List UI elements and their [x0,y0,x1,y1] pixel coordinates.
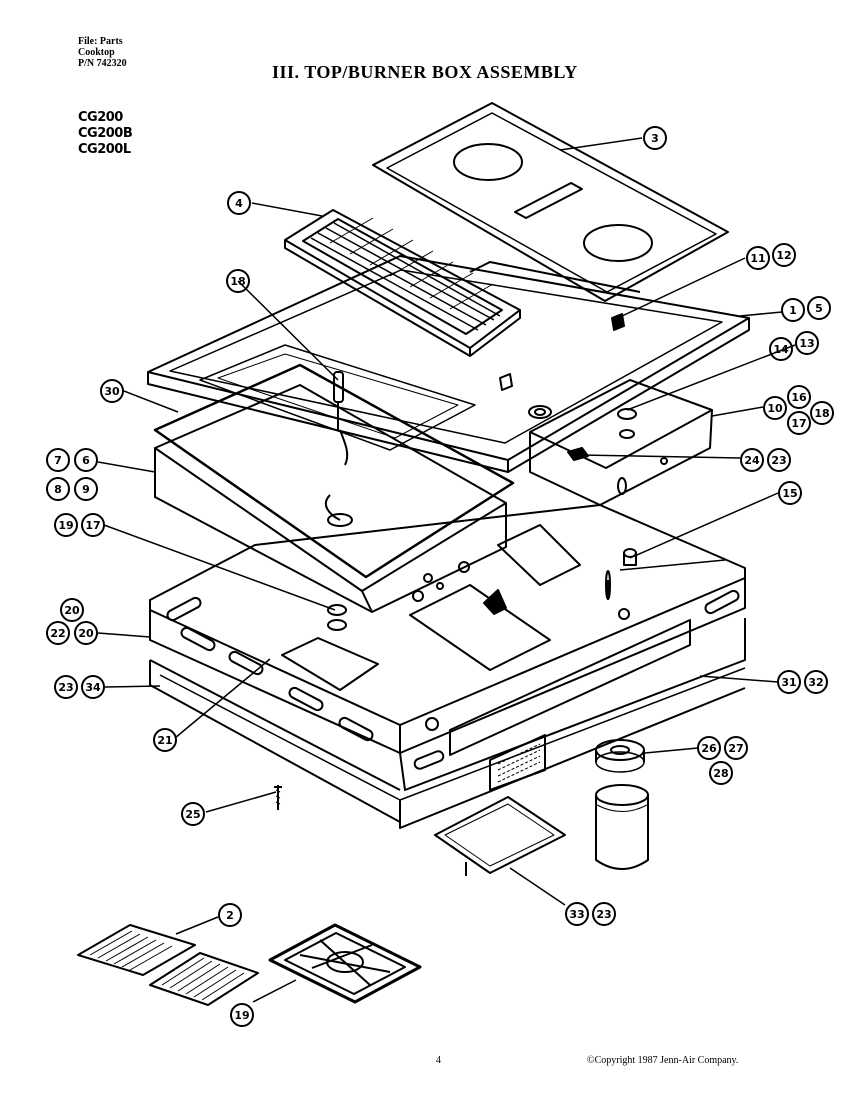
left-burner-box [154,384,507,613]
left-burner-well [199,344,476,451]
header-part-number: P/N 742320 [78,58,127,69]
callout-21: 21 [157,734,172,747]
callout-12: 12 [776,249,791,262]
callout-4: 4 [235,197,243,210]
callout-28: 28 [713,767,728,780]
access-cover [434,796,566,874]
base-pan [149,504,746,829]
model-list: CG200 CG200B CG200L [78,110,133,158]
callout-17b: 17 [85,519,100,532]
callout-20b: 20 [78,627,94,640]
callout-19b: 19 [234,1009,249,1022]
callout-23c: 23 [596,908,611,921]
callout-14: 14 [773,343,789,356]
callout-24: 24 [744,454,760,467]
model-cg200: CG200 [78,110,123,125]
callout-16: 16 [791,391,807,404]
callout-22: 22 [50,627,65,640]
callout-18b: 18 [814,407,829,420]
callout-18a: 18 [230,275,245,288]
grease-jar [595,739,649,870]
callout-11: 11 [750,252,765,265]
callout-8: 8 [54,483,62,496]
top-frame [147,255,750,473]
callout-25: 25 [185,808,200,821]
page-title: III. TOP/BURNER BOX ASSEMBLY [272,62,578,82]
header-block: File: Parts Cooktop P/N 742320 [78,36,127,69]
callout-9: 9 [82,483,90,496]
callout-20a: 20 [64,604,80,617]
header-file: File: Parts [78,36,123,47]
header-product: Cooktop [78,47,115,58]
page-number: 4 [436,1055,441,1066]
callout-numbers [46,126,834,1027]
callout-32: 32 [808,676,823,689]
callout-27: 27 [728,742,743,755]
callout-23b: 23 [58,681,73,694]
callout-5: 5 [815,302,823,315]
callout-10: 10 [767,402,783,415]
callout-30: 30 [104,385,120,398]
model-cg200b: CG200B [78,126,133,141]
callout-31: 31 [781,676,796,689]
model-cg200l: CG200L [78,142,131,157]
callout-2: 2 [226,909,234,922]
burner-grate [268,923,422,1004]
gasket [153,363,515,579]
copyright-notice: ©Copyright 1987 Jenn-Air Company. [587,1055,739,1066]
callout-6: 6 [82,454,90,467]
grill-grates-loose [77,924,259,1006]
callout-15: 15 [782,487,797,500]
callout-13: 13 [799,337,814,350]
grill-grate [284,209,521,357]
callout-33: 33 [569,908,584,921]
callout-1: 1 [789,304,797,317]
callout-17a: 17 [791,417,806,430]
callout-19a: 19 [58,519,73,532]
callout-26: 26 [701,742,717,755]
callout-3: 3 [651,132,659,145]
callout-7: 7 [54,454,62,467]
vent-grille [489,734,546,791]
callout-23a: 23 [771,454,786,467]
callout-34: 34 [85,681,101,694]
cooktop-cover [372,102,729,302]
